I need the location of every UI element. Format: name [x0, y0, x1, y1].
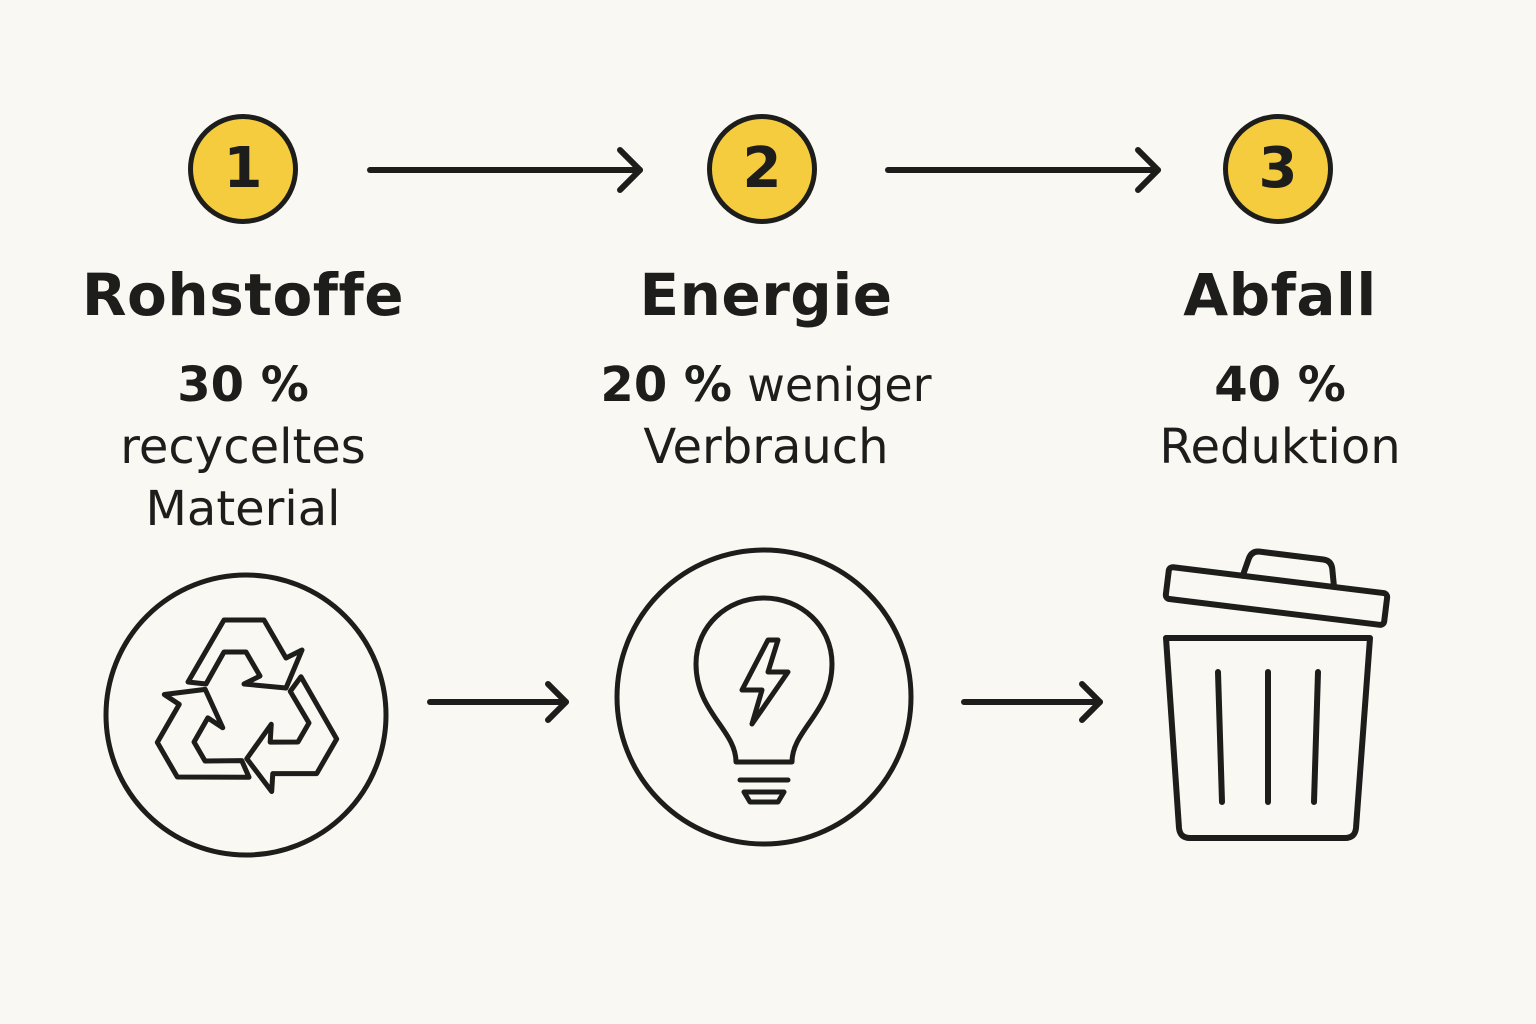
step-column-abfall: Abfall 40 % Reduktion	[1070, 258, 1490, 478]
arrow-right-icon	[885, 147, 1161, 193]
step-badge-1: 1	[188, 114, 298, 224]
step-title: Abfall	[1183, 261, 1377, 329]
step-value: 20 %	[600, 357, 733, 413]
step-value: 40 %	[1214, 357, 1346, 413]
step-column-energie: Energie 20 % weniger Verbrauch	[556, 258, 976, 478]
trash-can-icon	[1162, 548, 1391, 841]
step-column-rohstoffe: Rohstoffe 30 % recyceltes Material	[33, 258, 453, 540]
step-description-line: weniger	[747, 358, 932, 412]
step-description-line: Reduktion	[1159, 419, 1401, 475]
arrow-right-icon	[367, 147, 643, 193]
step-description: 40 % Reduktion	[1070, 354, 1490, 478]
step-number: 3	[1258, 136, 1298, 201]
arrow-right-icon	[961, 681, 1103, 723]
recycle-icon	[103, 572, 389, 858]
step-number: 1	[223, 136, 263, 201]
lightbulb-bolt-icon	[614, 547, 914, 847]
step-description-line: recyceltes	[120, 419, 366, 475]
arrow-right-icon	[427, 681, 569, 723]
step-number: 2	[742, 136, 782, 201]
step-description-line: Verbrauch	[643, 419, 889, 475]
step-description: 20 % weniger Verbrauch	[556, 354, 976, 478]
step-title: Rohstoffe	[81, 261, 405, 329]
step-title: Energie	[639, 261, 893, 329]
step-description: 30 % recyceltes Material	[33, 354, 453, 540]
step-badge-3: 3	[1223, 114, 1333, 224]
step-value: 30 %	[177, 357, 309, 413]
step-description-line: Material	[145, 481, 341, 537]
step-badge-2: 2	[707, 114, 817, 224]
